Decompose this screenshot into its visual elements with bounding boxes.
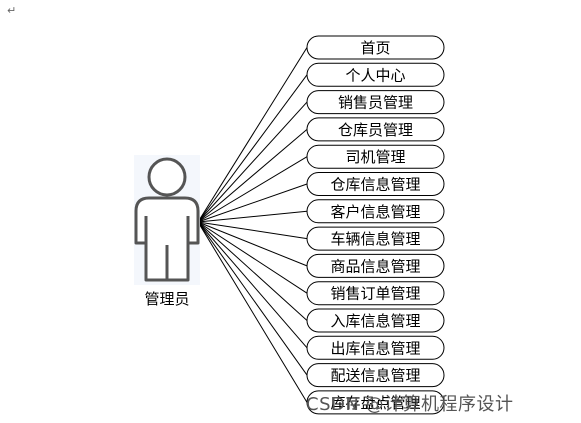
association-line (197, 47, 308, 223)
use-case-label: 司机管理 (345, 148, 405, 166)
use-case-node: 商品信息管理 (306, 253, 445, 278)
actor-label: 管理员 (144, 290, 190, 308)
use-case-label: 个人中心 (345, 66, 405, 84)
association-line (197, 210, 308, 223)
use-case-label: 车辆信息管理 (330, 230, 420, 248)
paragraph-mark: ↵ (7, 4, 17, 17)
use-case-label: 入库信息管理 (330, 312, 420, 330)
use-case-oval (306, 144, 445, 169)
use-case-node: 车辆信息管理 (306, 226, 445, 251)
association-line (197, 221, 308, 376)
use-case-node: 销售订单管理 (306, 281, 445, 306)
use-case-oval (306, 335, 445, 360)
use-case-oval (306, 308, 445, 333)
use-case-label: 客户信息管理 (330, 203, 420, 221)
use-case-oval (306, 90, 445, 115)
association-line (197, 221, 308, 403)
use-case-oval (306, 199, 445, 224)
use-case-node: 仓库员管理 (306, 117, 445, 142)
actor-head (147, 157, 187, 197)
use-case-oval (306, 363, 445, 388)
use-case-label: 出库信息管理 (330, 339, 420, 357)
use-case-list: 首页个人中心销售员管理仓库员管理司机管理仓库信息管理客户信息管理车辆信息管理商品… (306, 35, 445, 415)
use-case-node: 配送信息管理 (306, 363, 445, 388)
use-case-oval (306, 117, 445, 142)
use-case-oval (306, 226, 445, 251)
use-case-node: 出库信息管理 (306, 335, 445, 360)
use-case-oval (306, 172, 445, 196)
use-case-oval (306, 62, 445, 87)
use-case-label: 配送信息管理 (330, 367, 420, 385)
use-case-node: 入库信息管理 (306, 308, 445, 333)
use-case-label: 仓库员管理 (338, 121, 413, 139)
use-case-oval (306, 390, 445, 415)
association-line (197, 221, 308, 321)
association-line (197, 221, 308, 267)
use-case-label: 首页 (360, 39, 390, 57)
use-case-node: 个人中心 (306, 62, 445, 87)
use-case-label: 仓库信息管理 (330, 176, 420, 194)
use-case-node: 司机管理 (306, 144, 445, 169)
use-case-node: 首页 (306, 35, 445, 60)
association-line (197, 183, 308, 223)
use-case-oval (306, 35, 445, 60)
use-case-label: 库存盘点管理 (330, 394, 420, 412)
association-line (197, 221, 308, 349)
actor-figure (134, 155, 200, 285)
use-case-oval (306, 253, 445, 278)
association-line (197, 101, 308, 223)
use-case-label: 销售员管理 (338, 94, 413, 112)
use-case-oval (306, 281, 445, 306)
use-case-label: 商品信息管理 (330, 257, 420, 275)
watermark: CSDN @计算机程序设计 (306, 394, 514, 415)
association-line (197, 129, 308, 223)
association-lines (197, 47, 308, 403)
association-line (197, 221, 308, 294)
use-case-label: 销售订单管理 (330, 285, 420, 303)
use-case-node: 仓库信息管理 (306, 172, 445, 196)
use-case-node: 客户信息管理 (306, 199, 445, 224)
use-case-node: 销售员管理 (306, 90, 445, 115)
actor-body (134, 196, 200, 282)
association-line (197, 221, 308, 240)
association-line (197, 156, 308, 223)
association-line (197, 74, 308, 223)
use-case-node: 库存盘点管理 (306, 390, 445, 415)
